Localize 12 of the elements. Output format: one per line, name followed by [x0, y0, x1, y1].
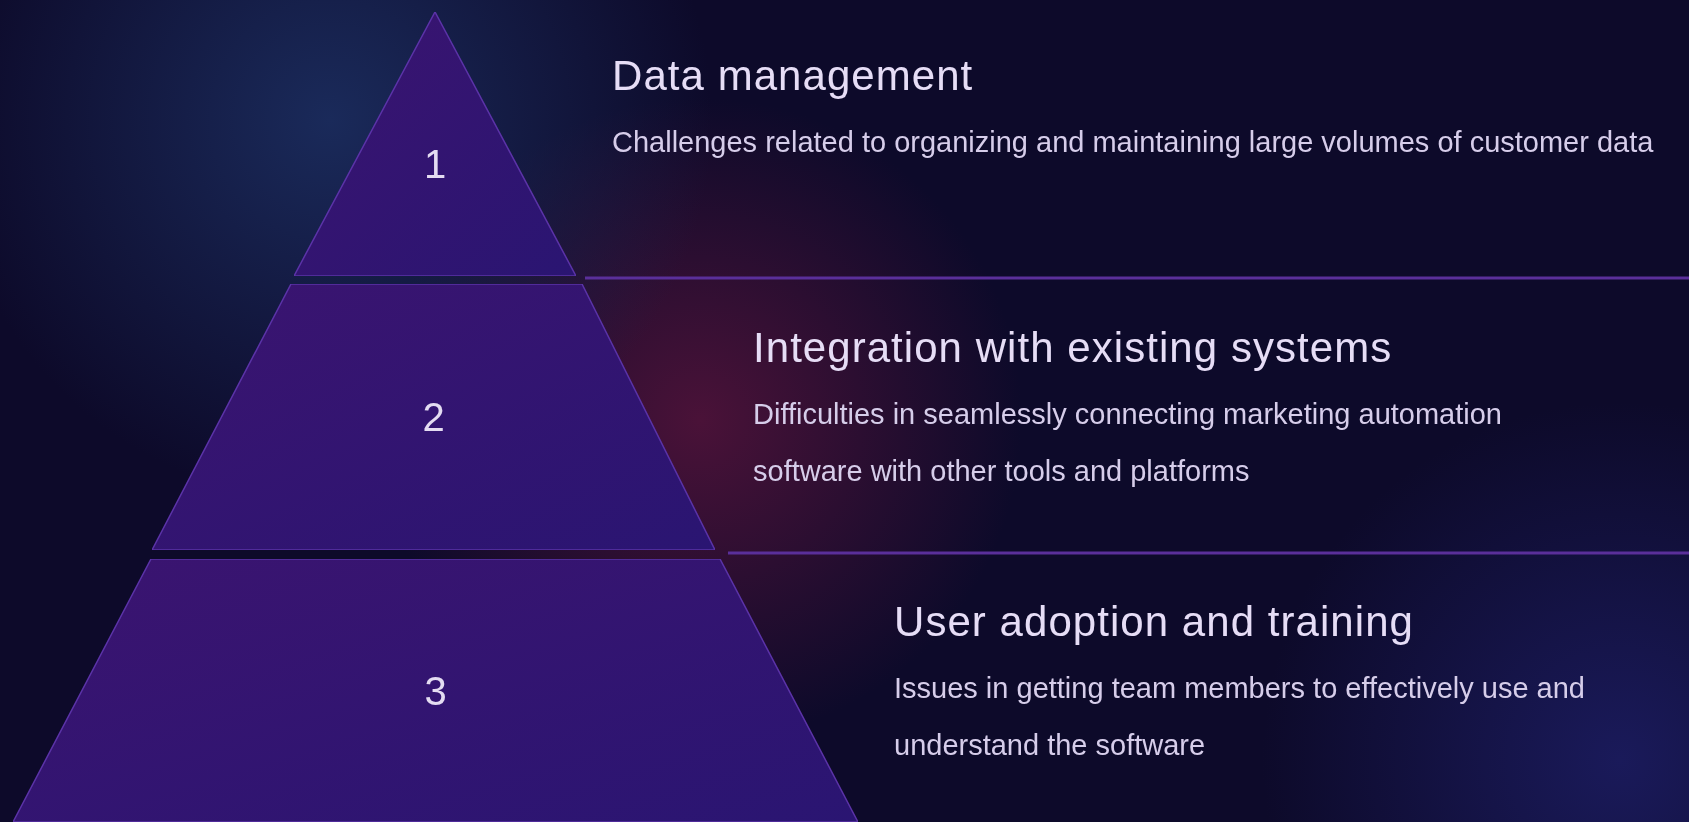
tier-number: 3 — [424, 667, 447, 715]
tier-title: User adoption and training — [894, 597, 1415, 647]
tier-number: 2 — [422, 394, 445, 441]
tier-number: 1 — [423, 141, 447, 188]
tier-description: Issues in getting team members to effectively use and understand the software — [894, 671, 1586, 763]
pyramid-tier — [152, 284, 715, 550]
tier-title: Data management — [612, 51, 975, 101]
pyramid-tier — [13, 559, 858, 822]
tier-description: Challenges related to organizing and maintaining large volumes of customer data — [612, 125, 1655, 160]
pyramid-tier — [294, 12, 576, 276]
tier-description: Difficulties in seamlessly connecting marketing automation software with other tools and platforms — [753, 397, 1503, 489]
tier-title: Integration with existing systems — [753, 323, 1394, 373]
